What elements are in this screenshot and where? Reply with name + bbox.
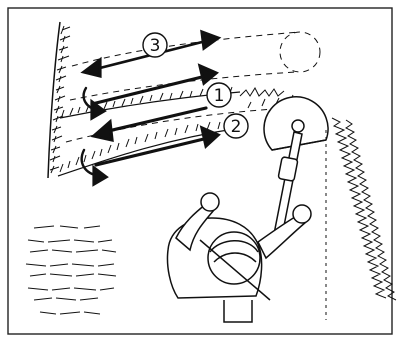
arrow-1-icon	[102, 106, 208, 134]
mowed-grass-pile-icon	[25, 225, 117, 315]
arrow-2-icon	[94, 136, 210, 167]
callout-2-number: 2	[231, 117, 242, 137]
callout-3: 3	[142, 32, 168, 58]
callout-1: 1	[206, 82, 232, 108]
sweep-arrows	[80, 29, 222, 187]
grass-clump-icon	[239, 86, 294, 109]
grass-edge-right-icon	[325, 117, 397, 320]
callout-1-number: 1	[214, 86, 225, 106]
callout-2: 2	[223, 113, 249, 139]
illustration-border	[7, 7, 393, 335]
tall-grass-left-icon	[47, 21, 71, 179]
operator-figure-icon	[166, 192, 312, 323]
callout-3-number: 3	[150, 36, 161, 56]
arrow-return-icon	[90, 74, 208, 106]
